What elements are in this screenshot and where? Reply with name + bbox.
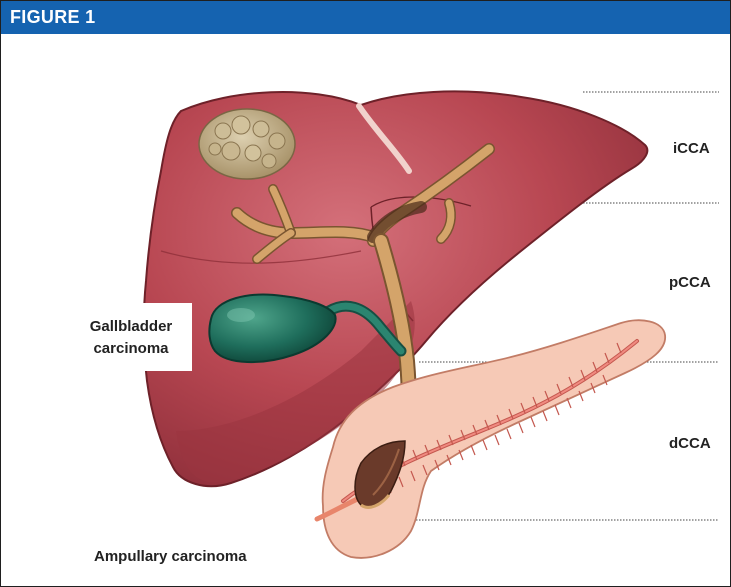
gallbladder-label-box: Gallbladder carcinoma [65, 303, 192, 371]
label-dcca: dCCA [669, 434, 711, 454]
label-pcca: pCCA [669, 273, 711, 293]
figure-title: FIGURE 1 [10, 7, 95, 28]
label-gallbladder-line2: carcinoma [75, 339, 187, 359]
label-ampullary: Ampullary carcinoma [94, 547, 247, 567]
figure-header: FIGURE 1 [1, 1, 731, 34]
intrahepatic-tumor [199, 109, 295, 179]
label-gallbladder-line1: Gallbladder [75, 317, 187, 337]
label-icca: iCCA [673, 139, 710, 159]
